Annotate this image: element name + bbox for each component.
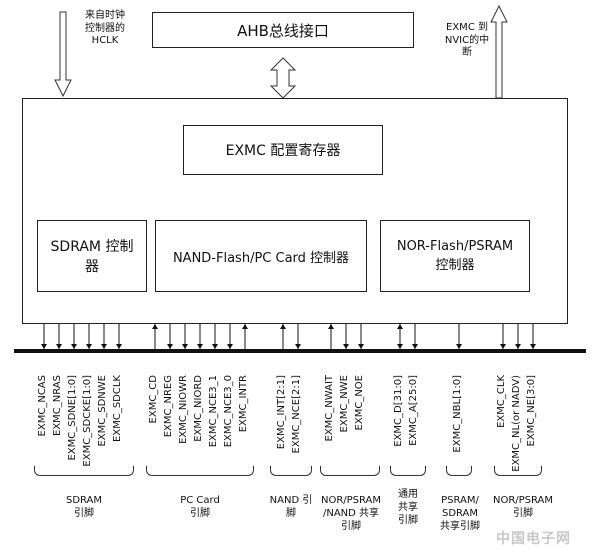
- signal-label-pccard-0: EXMC_CD: [148, 375, 159, 424]
- signal-label-pccard-4: EXMC_NCE3_1: [208, 375, 219, 448]
- nor-psram-controller: NOR-Flash/PSRAM 控制器: [380, 220, 530, 292]
- signal-label-norpsram-0: EXMC_CLK: [496, 375, 507, 428]
- pin-arrow-down-norpsram_nand-1: [343, 344, 349, 349]
- signal-label-norpsram_nand-2: EXMC_NOE: [354, 375, 365, 431]
- signal-label-norpsram-2: EXMC_NE[3:0]: [526, 375, 537, 447]
- pin-arrow-down-pccard-1: [167, 344, 173, 349]
- watermark: 中国电子网: [496, 531, 571, 547]
- ahb-interface-label: AHB总线接口: [237, 21, 329, 40]
- hclk-label: 来自时钟 控制器的 HCLK: [85, 10, 125, 46]
- signal-label-pccard-6: EXMC_INTR: [238, 375, 249, 433]
- pin-arrow-down-nand-1: [295, 344, 301, 349]
- bracket-nand: [270, 466, 312, 476]
- signal-label-sdram-5: EXMC_SDCLK: [112, 375, 123, 442]
- pin-arrow-down-sdram-1: [56, 344, 62, 349]
- nvic-arrow: [490, 4, 508, 99]
- bus-bar: [14, 349, 586, 353]
- pin-arrow-down-pccard-4: [212, 344, 218, 349]
- nand-pccard-controller: NAND-Flash/PC Card 控制器: [155, 220, 367, 292]
- pin-arrow-down-sdram-2: [71, 344, 77, 349]
- pin-arrow-down-pccard-3: [197, 344, 203, 349]
- signal-label-sdram-0: EXMC_NCAS: [37, 375, 48, 437]
- pin-arrow-down-pccard-2: [182, 344, 188, 349]
- signal-label-psram_sdram-0: EXMC_NBL[1:0]: [452, 375, 463, 453]
- config-register-label: EXMC 配置寄存器: [225, 143, 341, 159]
- bracket-norpsram-nand: [320, 466, 380, 476]
- pin-arrow-down-pccard-5: [227, 344, 233, 349]
- signal-label-sdram-2: EXMC_SDNE[1:0]: [67, 375, 78, 461]
- signal-label-norpsram_nand-0: EXMC_NWAIT: [324, 375, 335, 442]
- bracket-pccard: [146, 466, 254, 476]
- pin-arrow-up-pccard-0: [152, 324, 158, 329]
- config-register-box: EXMC 配置寄存器: [183, 125, 383, 175]
- pin-arrow-down-sdram-4: [101, 344, 107, 349]
- group-label-shared: 通用 共享 引脚: [398, 489, 418, 526]
- pin-arrow-up-pccard-6: [242, 324, 248, 329]
- signal-label-pccard-5: EXMC_NCE3_0: [223, 375, 234, 448]
- signal-label-pccard-1: EXMC_NREG: [163, 375, 174, 438]
- sdram-controller: SDRAM 控制 器: [37, 220, 147, 292]
- pin-arrow-down-sdram-5: [116, 344, 122, 349]
- signal-label-pccard-2: EXMC_NIOWR: [178, 375, 189, 444]
- hclk-arrow: [54, 11, 72, 98]
- pin-arrow-down-sdram-0: [41, 344, 47, 349]
- signal-label-sdram-3: EXMC_SDCKE[1:0]: [82, 375, 93, 467]
- group-label-psram-sdram: PSRAM/ SDRAM 共享引脚: [440, 495, 480, 532]
- pin-arrow-down-shared-1: [412, 344, 418, 349]
- signal-label-norpsram_nand-1: EXMC_NWE: [339, 375, 350, 433]
- group-label-norpsram-nand: NOR/PSRAM /NAND 共享 引脚: [320, 495, 382, 532]
- group-label-sdram: SDRAM 引脚: [65, 495, 103, 519]
- signal-label-sdram-1: EXMC_NRAS: [52, 375, 63, 436]
- signal-label-sdram-4: EXMC_SDNWE: [97, 375, 108, 447]
- bracket-psram-sdram: [446, 466, 472, 476]
- pin-arrow-down-norpsram_nand-2: [358, 344, 364, 349]
- group-label-nand: NAND 引 脚: [269, 495, 313, 519]
- bracket-sdram: [34, 466, 134, 476]
- pin-arrow-down-norpsram-0: [500, 344, 506, 349]
- pin-arrow-down-psram_sdram-0: [456, 344, 462, 349]
- pin-arrow-down-shared-0: [397, 344, 403, 349]
- pin-arrow-down-norpsram-1: [515, 344, 521, 349]
- pin-arrow-up-norpsram_nand-0: [328, 324, 334, 329]
- signal-label-shared-1: EXMC_A[25:0]: [408, 375, 419, 446]
- signal-label-shared-0: EXMC_D[31:0]: [393, 375, 404, 447]
- pin-arrow-down-norpsram-2: [530, 344, 536, 349]
- group-label-pccard: PC Card 引脚: [180, 495, 220, 519]
- bracket-norpsram: [494, 466, 542, 476]
- nvic-label: EXMC 到 NVIC的中 断: [444, 22, 490, 58]
- bracket-shared: [390, 466, 426, 476]
- pin-arrow-up-nand-0: [280, 324, 286, 329]
- signal-label-norpsram-1: EXMC_NL(or NADV): [511, 375, 522, 472]
- signal-label-pccard-3: EXMC_NIORD: [193, 375, 204, 442]
- group-label-norpsram: NOR/PSRAM 引脚: [492, 495, 554, 519]
- ahb-interface-box: AHB总线接口: [152, 12, 414, 48]
- pin-arrow-up-shared-0: [397, 324, 403, 329]
- pin-arrow-down-sdram-3: [86, 344, 92, 349]
- signal-label-nand-0: EXMC_INT[2:1]: [276, 375, 287, 450]
- signal-label-nand-1: EXMC_NCE[2:1]: [291, 375, 302, 454]
- ahb-double-arrow: [269, 57, 297, 99]
